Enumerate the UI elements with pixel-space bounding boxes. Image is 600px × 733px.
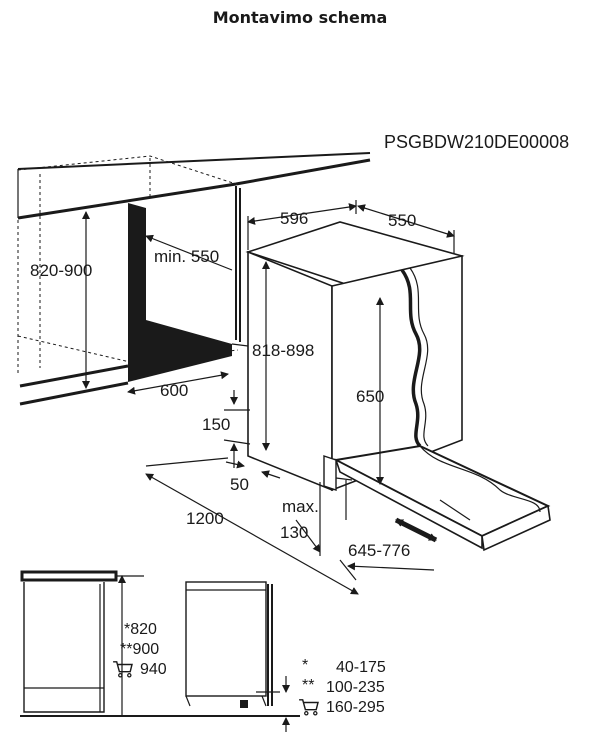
side-view: *820 **900 940	[20, 570, 300, 732]
cavity-side-panel	[128, 203, 232, 382]
dim-1200: 1200	[186, 509, 224, 528]
side-height-820: *820	[124, 621, 157, 638]
side-height-900: **900	[120, 641, 159, 658]
plinth-row-2-value: 100-235	[326, 679, 385, 696]
plinth-row-2-mark: **	[302, 677, 314, 694]
dimension-lines	[82, 200, 455, 595]
dim-645-776: 645-776	[348, 541, 410, 560]
dim-min-550: min. 550	[154, 247, 219, 266]
plinth-row-1-value: 40-175	[336, 659, 386, 676]
dim-height-650: 650	[356, 387, 384, 406]
dim-depth-550: 550	[388, 211, 416, 230]
plinth-row-1-mark: *	[302, 657, 308, 674]
dim-width-596: 596	[280, 209, 308, 228]
cart-icon	[298, 699, 319, 716]
dim-max-label: max.	[282, 497, 319, 516]
dim-height-150: 150	[202, 415, 230, 434]
dim-max-130: 130	[280, 523, 308, 542]
dim-height-820-900: 820-900	[30, 261, 92, 280]
product-code: PSGBDW210DE00008	[384, 132, 569, 152]
side-height-940: 940	[140, 661, 167, 678]
dim-depth-600: 600	[160, 381, 188, 400]
dim-height-818-898: 818-898	[252, 341, 314, 360]
dim-50: 50	[230, 475, 249, 494]
worktop-group	[17, 152, 371, 406]
page-title: Montavimo schema	[212, 8, 388, 27]
plinth-table: * 40-175 ** 100-235 160-295	[298, 657, 386, 716]
plinth-row-3-value: 160-295	[326, 699, 385, 716]
